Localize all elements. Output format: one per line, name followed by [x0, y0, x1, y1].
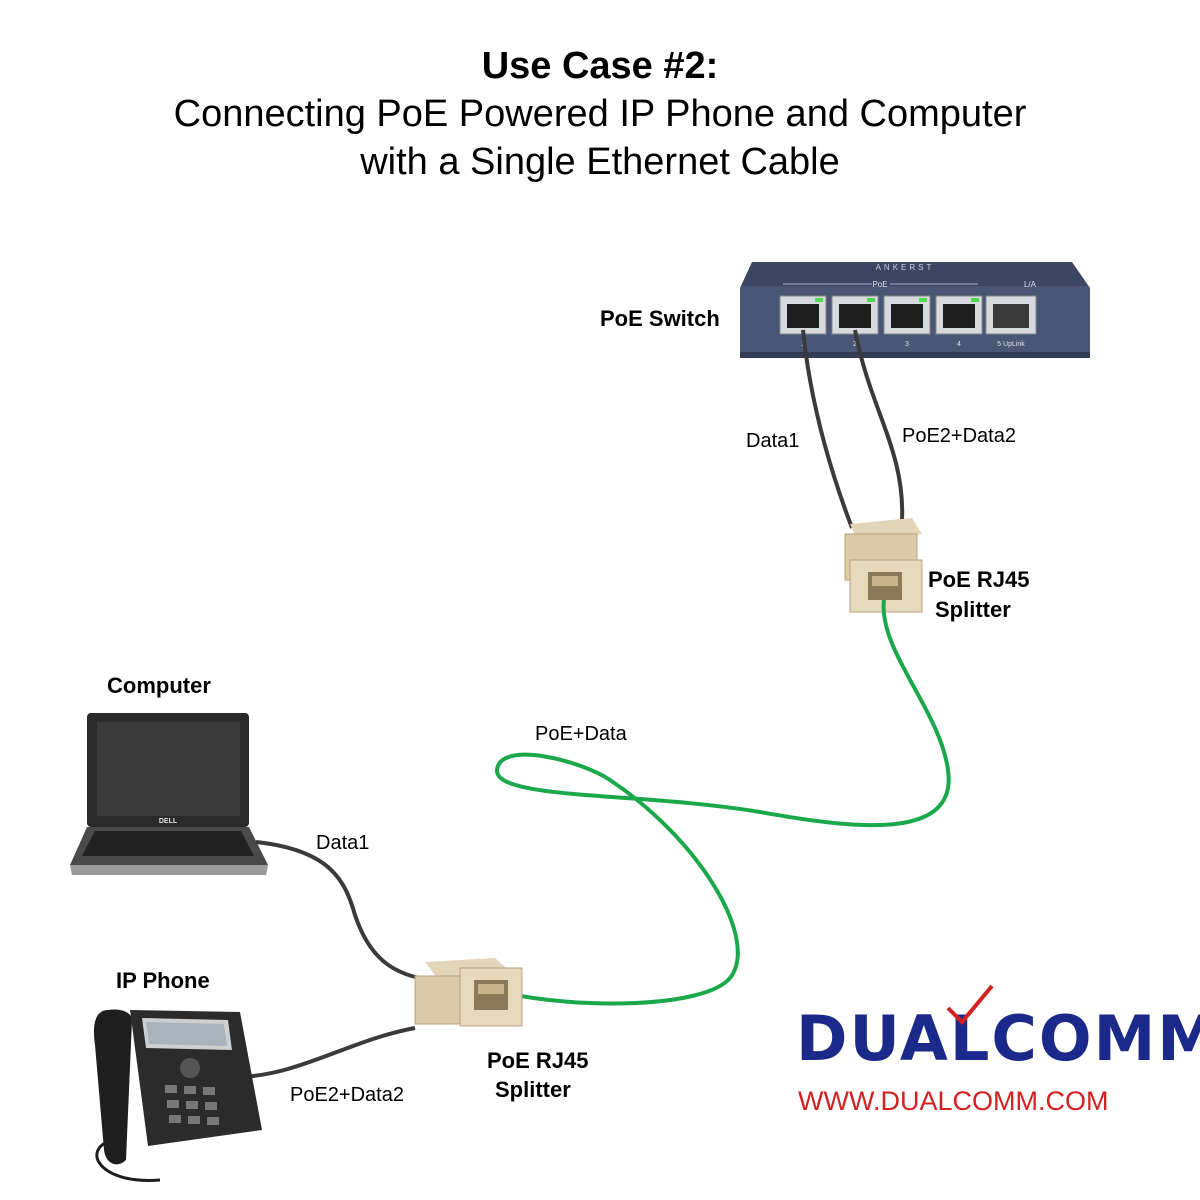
- switch-port-label-3: 3: [905, 341, 909, 348]
- switch-port-label-4: 4: [957, 341, 961, 348]
- poe-switch: ANKERST PoE L/A 1 2: [740, 262, 1090, 358]
- cable-phone-poe2-data2: [239, 1026, 416, 1079]
- phone-label: IP Phone: [116, 968, 210, 993]
- cable-label-top-poe2-data2: PoE2+Data2: [902, 425, 1016, 447]
- cable-label-poe-data: PoE+Data: [535, 723, 628, 745]
- title-block: Use Case #2: Connecting PoE Powered IP P…: [0, 42, 1200, 186]
- dualcomm-logo: DUALCOMM: [796, 984, 1200, 1075]
- switch-port-4: [935, 295, 983, 335]
- splitter-top-label-1: PoE RJ45: [928, 567, 1030, 592]
- splitter-bottom-label-1: PoE RJ45: [487, 1048, 589, 1073]
- computer-label: Computer: [107, 673, 211, 698]
- switch-port-1: [779, 295, 827, 335]
- cable-computer-data1: [255, 840, 431, 982]
- title-line-3: with a Single Ethernet Cable: [360, 141, 840, 183]
- splitter-bottom: [414, 958, 523, 1027]
- computer-brand: DELL: [159, 818, 178, 825]
- website-url: WWW.DUALCOMM.COM: [798, 1086, 1108, 1116]
- cable-label-computer-data1: Data1: [316, 832, 369, 854]
- computer-laptop: DELL: [70, 713, 268, 875]
- cable-poe-data: [494, 599, 951, 1006]
- cable-label-phone-poe2-data2: PoE2+Data2: [290, 1084, 404, 1106]
- switch-la-mark: L/A: [1024, 280, 1037, 289]
- switch-port-5-uplink: [985, 295, 1037, 335]
- splitter-top: [844, 518, 923, 613]
- switch-port-2: [831, 295, 879, 335]
- switch-label: PoE Switch: [600, 306, 720, 331]
- cable-label-top-data1: Data1: [746, 430, 799, 452]
- logo-checkmark-icon: [946, 984, 994, 1025]
- switch-port-label-2: 2: [853, 341, 857, 348]
- cable-switch-poe2-data2: [853, 329, 905, 521]
- cable-switch-data1: [801, 329, 854, 529]
- switch-port-3: [883, 295, 931, 335]
- switch-port-label-5: 5 UpLink: [997, 341, 1025, 348]
- splitter-top-label-2: Splitter: [935, 597, 1011, 622]
- splitter-bottom-label-2: Splitter: [495, 1077, 571, 1102]
- title-line-1: Use Case #2:: [481, 45, 719, 87]
- title-line-2: Connecting PoE Powered IP Phone and Comp…: [173, 93, 1027, 135]
- logo-text: DUALCOMM: [796, 1002, 1200, 1075]
- ip-phone: [93, 1009, 262, 1182]
- switch-poe-mark: PoE: [872, 280, 887, 289]
- switch-brand: ANKERST: [876, 263, 935, 272]
